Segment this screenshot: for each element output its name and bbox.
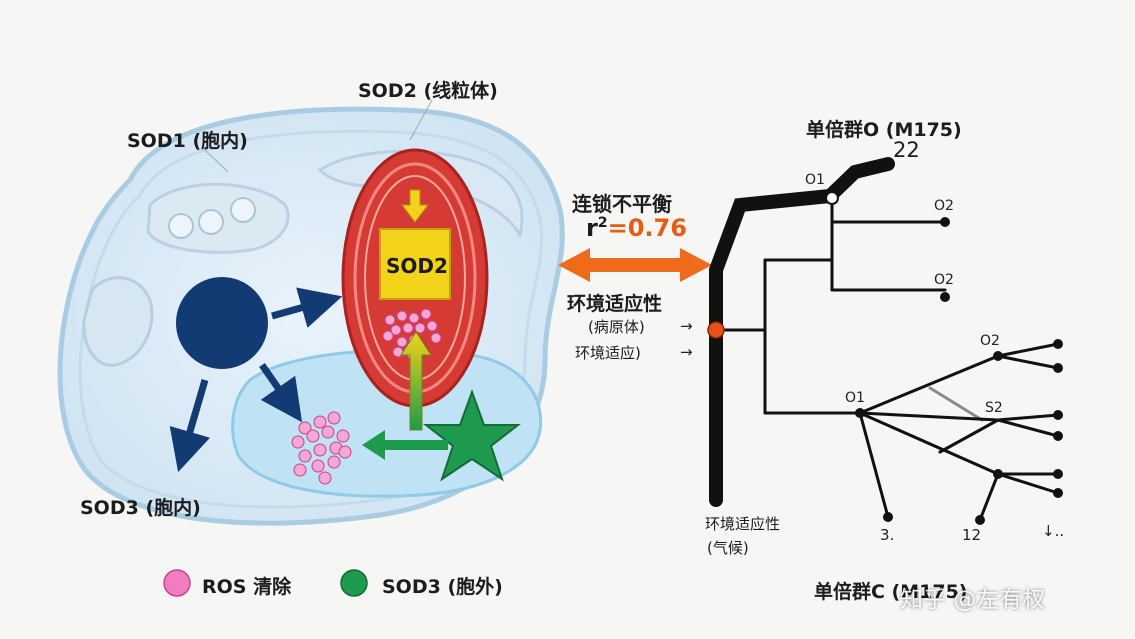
node-s2: S2 [985, 400, 1003, 416]
ros-cluster-blue [291, 411, 352, 485]
sod2-pointer [409, 99, 433, 141]
node-o1-mid: O1 [845, 390, 865, 406]
legend-ros: ROS 清除 [202, 576, 292, 598]
adaptation-line-2: 环境适应) [575, 344, 641, 362]
trunk [709, 157, 895, 507]
leaf-12: 12 [962, 526, 982, 544]
tree-nodes [855, 217, 1063, 525]
trunk-label-2: (气候) [707, 539, 749, 557]
ld-title: 连锁不平衡 [572, 192, 672, 216]
node-o2-b: O2 [934, 272, 954, 288]
watermark: 知乎 @左有权 [900, 587, 1046, 613]
svg-text:→: → [680, 343, 693, 361]
node-o2-a: O2 [934, 198, 954, 214]
node-o2-c: O2 [980, 333, 1000, 349]
ld-double-arrow [558, 248, 712, 282]
vesicle [230, 197, 256, 223]
sod2-box-label: SOD2 [386, 254, 448, 278]
adaptation-line-1: (病原体) [588, 318, 645, 336]
mito-inner-arrow [400, 189, 430, 223]
o1-top-node [825, 191, 839, 205]
legend-sod3-extracellular: SOD3 (胞外) [382, 576, 503, 598]
trunk-orange-node [707, 321, 725, 339]
sod3-star [423, 389, 521, 482]
ld-r2: r2=0.76 [586, 214, 687, 242]
sod1-pointer [204, 149, 229, 173]
haplogroup-tree [709, 157, 1060, 522]
up-arrow [400, 331, 432, 431]
top-number: 22 [893, 138, 920, 162]
golgi-structure [82, 276, 154, 367]
legend-sod3-swatch [340, 569, 368, 597]
haplogroup-c-title: 单倍群C (M175) [814, 581, 968, 603]
node-o1-top: O1 [805, 172, 825, 188]
haplogroup-o-title: 单倍群O (M175) [806, 119, 962, 141]
leaf-3: 3. [880, 526, 895, 544]
navy-arrow-right [271, 287, 343, 328]
sod1-label: SOD1 (胞内) [127, 130, 248, 152]
mitochondrion [341, 148, 489, 408]
sod2-box [379, 228, 451, 300]
legend-ros-swatch [163, 569, 191, 597]
sod1-circle [176, 277, 268, 369]
navy-arrow-down-right [259, 362, 303, 423]
sod2-label: SOD2 (线粒体) [358, 80, 498, 102]
leaf-arrow: ↓.. [1042, 522, 1065, 540]
sod3-label: SOD3 (胞内) [80, 497, 201, 519]
trunk-label-1: 环境适应性 [705, 515, 781, 533]
ld-r2-prefix: r [586, 214, 598, 242]
svg-text:→: → [680, 317, 693, 335]
ld-r2-value: =0.76 [607, 214, 687, 242]
ld-r2-sup: 2 [597, 215, 608, 231]
navy-arrow-down-left [169, 379, 211, 473]
vesicle [168, 213, 194, 239]
green-left-arrow [362, 430, 448, 460]
adaptation-title: 环境适应性 [567, 293, 663, 315]
vesicle [198, 209, 224, 235]
